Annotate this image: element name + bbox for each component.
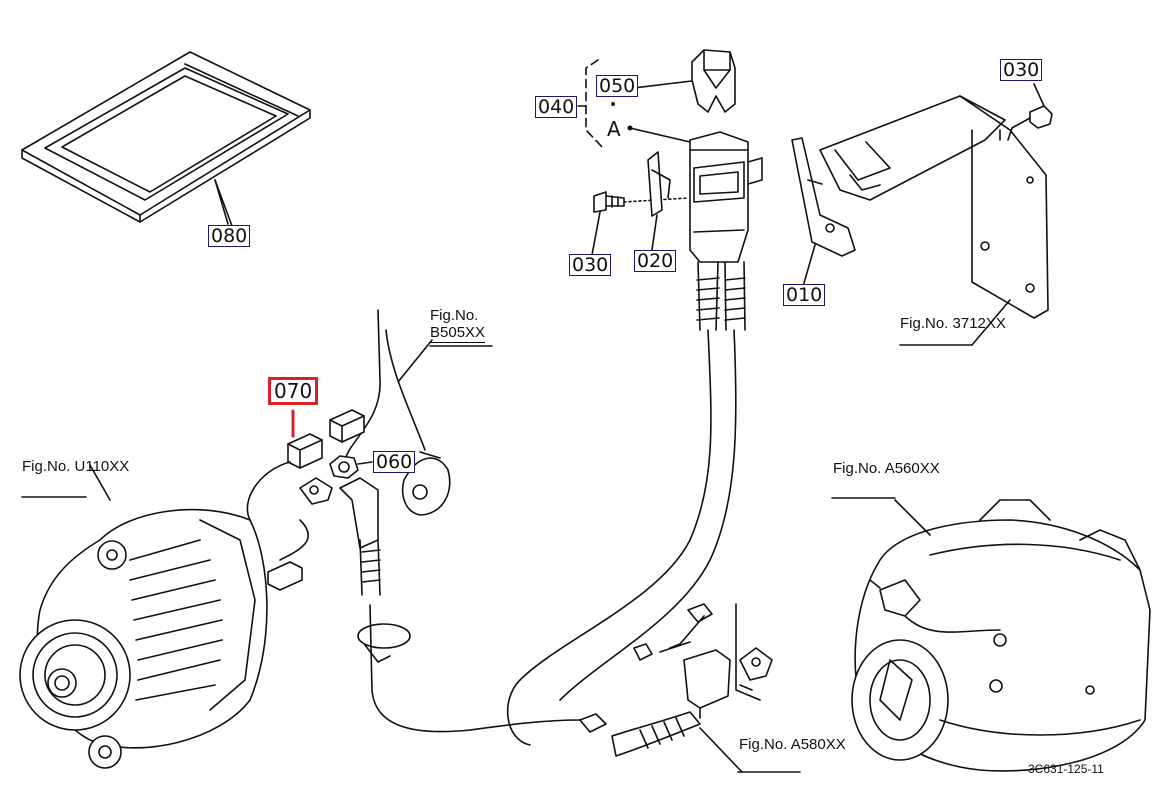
part-label-020[interactable]: 020 [634,250,677,272]
part-label-030-right[interactable]: 030 [1000,59,1043,81]
part-label-060[interactable]: 060 [373,451,416,473]
fig-ref-u110-label: Fig.No. [22,458,71,475]
fig-ref-3712[interactable]: Fig.No. 3712XX [900,315,1006,332]
alternator-drawing [19,464,268,769]
fig-ref-u110[interactable]: Fig.No. U110XX [22,458,129,475]
leader-a580 [699,727,743,773]
sensor-a580-drawing [579,603,773,757]
manual-booklet-drawing [21,51,311,227]
leader-a560 [894,499,931,536]
fig-ref-a580[interactable]: Fig.No. A580XX [739,736,846,753]
fig-ref-a560-number: A560XX [884,460,940,477]
part-label-040[interactable]: 040 [535,96,578,118]
leader-a [629,127,691,143]
callout-a: A [607,117,621,141]
group-040-bracket [585,59,604,149]
part-label-050[interactable]: 050 [596,75,639,97]
fuse-holder-drawing [689,131,763,331]
fig-ref-b505-number: B505XX [430,324,486,343]
connector-070-drawing [246,409,365,591]
clip-020-drawing [647,151,671,251]
part-label-070[interactable]: 070 [268,377,319,405]
fig-ref-u110-number: U110XX [74,458,130,475]
leader-b505 [397,339,433,383]
fig-ref-3712-label: Fig.No. [900,315,949,332]
fig-ref-a560[interactable]: Fig.No. A560XX [833,460,940,477]
starter-motor-drawing [851,499,1151,772]
terminal-cover-drawing [299,451,451,596]
part-label-030-left[interactable]: 030 [569,254,612,276]
leader-3712 [971,299,1011,346]
leader-050 [632,79,701,89]
dot-a [627,125,633,131]
drawing-id: 3C631-125-11 [1028,762,1104,776]
bracket-010-drawing [791,95,1049,319]
part-label-010[interactable]: 010 [783,284,826,306]
cable-tie-drawing [357,623,411,663]
fig-ref-b505[interactable]: Fig.No. B505XX [430,307,486,343]
fig-ref-a560-label: Fig.No. [833,460,882,477]
fig-ref-b505-label: Fig.No. [430,307,479,324]
harness-wires [344,309,737,746]
fuse-050-drawing [691,49,736,113]
dot-050 [611,102,615,106]
fig-ref-3712-number: 3712XX [952,315,1006,332]
fig-ref-a580-number: A580XX [790,736,846,753]
bolt-030-left-drawing [591,191,689,256]
bolt-030-right-drawing [1007,83,1053,141]
nut-060-drawing [329,455,373,479]
fig-ref-a580-label: Fig.No. [739,736,788,753]
leader-080 [214,179,229,225]
part-label-080[interactable]: 080 [208,225,251,247]
